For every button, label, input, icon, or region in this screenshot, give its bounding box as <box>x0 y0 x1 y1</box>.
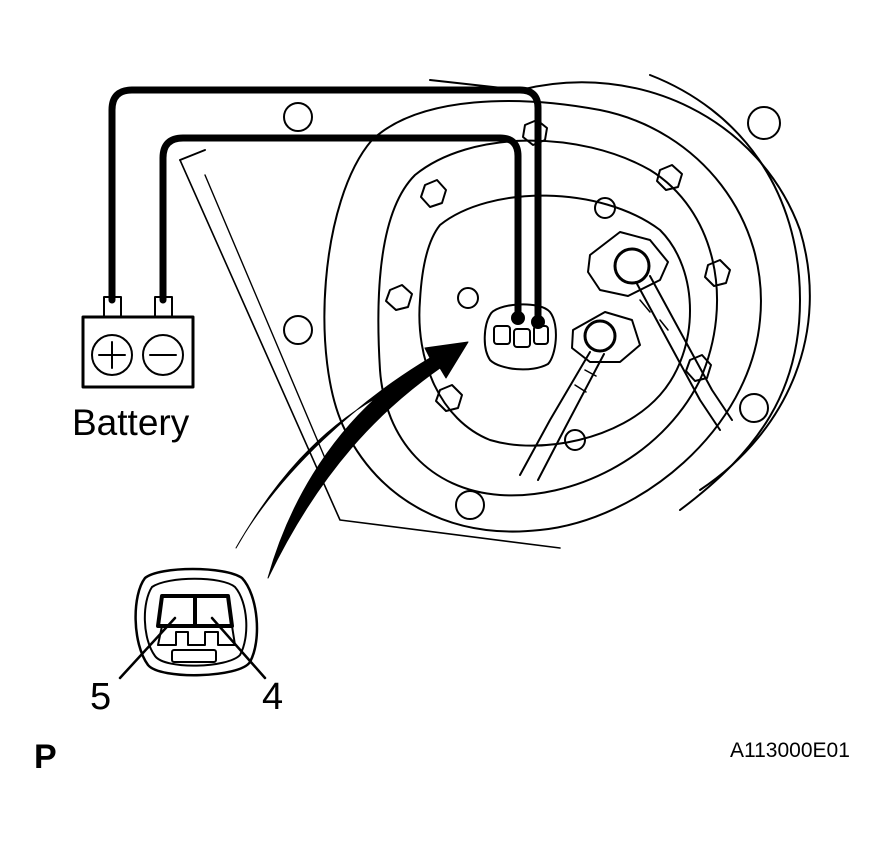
hex-nut <box>385 284 413 311</box>
bolt-hole <box>564 429 586 451</box>
bolt-hole <box>594 197 616 219</box>
pin4-leader <box>210 616 267 680</box>
hex-nut <box>435 384 463 412</box>
pointer-arrow <box>235 341 469 579</box>
connector-closeup <box>118 567 267 680</box>
pump-connector <box>483 303 557 371</box>
hex-nut <box>685 354 712 382</box>
battery <box>81 296 195 389</box>
bolt-hole <box>283 102 313 132</box>
battery-wires <box>108 86 542 322</box>
fuel-line-fittings <box>519 231 733 481</box>
bolt-hole <box>739 393 769 423</box>
battery-body <box>81 315 195 389</box>
pump-flange <box>323 100 762 533</box>
hex-nut <box>656 164 683 191</box>
figure-code: A113000E01 <box>730 739 850 762</box>
hex-nut <box>704 259 731 287</box>
negative-terminal-symbol <box>142 334 184 376</box>
bolt-hole <box>457 287 479 309</box>
positive-terminal-symbol <box>91 334 133 376</box>
pin-5-label: 5 <box>90 676 112 718</box>
pin5-leader <box>118 616 177 680</box>
hex-nut <box>420 179 447 208</box>
flange-bolts <box>283 102 781 520</box>
battery-label: Battery <box>72 402 190 443</box>
page-mark: P <box>34 738 57 776</box>
positive-wire <box>159 134 522 322</box>
bolt-hole <box>455 490 485 520</box>
negative-wire <box>108 86 542 322</box>
bolt-hole <box>283 315 313 345</box>
pump-housing <box>179 74 811 549</box>
pin-4-label: 4 <box>262 676 284 718</box>
bolt-hole <box>747 106 781 140</box>
